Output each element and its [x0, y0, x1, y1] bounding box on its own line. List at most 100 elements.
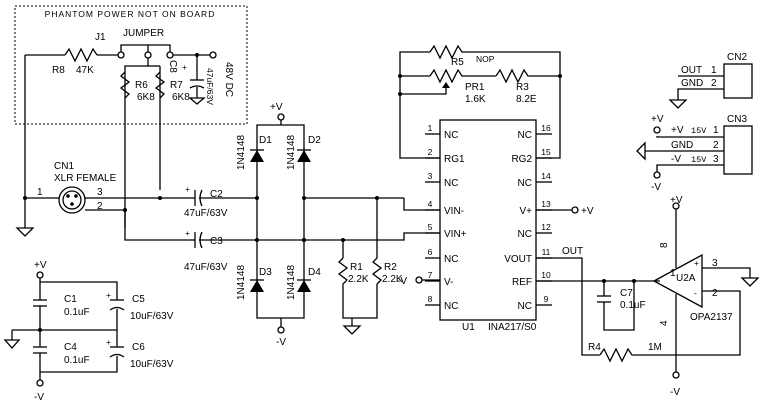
u1-pin-number: 4	[428, 199, 433, 209]
svg-text:-V: -V	[397, 276, 407, 287]
xlr-connector	[58, 186, 86, 214]
svg-text:+V: +V	[270, 102, 283, 113]
u1-pin-name: NC	[518, 130, 532, 141]
c8-value: 47uF/63V	[205, 68, 215, 105]
r2-resistor	[371, 198, 383, 285]
u1-pin-name: VOUT	[504, 254, 532, 265]
ground-symbol	[188, 97, 206, 105]
pr1-value: 1.6K	[465, 94, 486, 105]
jumper-pin	[144, 51, 152, 59]
d1-diode	[250, 150, 264, 162]
r3-resistor	[495, 68, 560, 84]
svg-text:+: +	[106, 290, 111, 300]
c2-ref: C2	[210, 189, 223, 200]
u1-pin-number: 2	[428, 147, 433, 157]
svg-text:GND: GND	[681, 78, 703, 89]
d2-diode	[297, 150, 311, 162]
c7-value: 0.1uF	[620, 300, 646, 311]
u1-pin-name: NC	[444, 301, 458, 312]
u1-pin-number: 15	[541, 147, 551, 157]
svg-text:1N4148: 1N4148	[286, 265, 297, 300]
u1-pin-number: 7	[428, 270, 433, 280]
u1-pins: 1NC2RG13NC4VIN-5VIN+6NC7V-8NC16NC15RG214…	[425, 123, 552, 312]
u1-pin-number: 1	[428, 123, 433, 133]
svg-text:+: +	[694, 258, 699, 268]
c1-value: 0.1uF	[64, 307, 90, 318]
jumper-link	[120, 44, 149, 52]
c2-value: 47uF/63V	[184, 208, 228, 219]
svg-text:2: 2	[711, 78, 717, 89]
u1-ic	[439, 119, 537, 321]
cn3-ref: CN3	[727, 114, 747, 125]
d4-diode	[297, 280, 311, 292]
u1-pin-name: REF	[512, 277, 532, 288]
svg-text:-V: -V	[34, 392, 44, 403]
u1-pin-name: V-	[444, 277, 453, 288]
u1-pin-name: NC	[444, 130, 458, 141]
out-label: OUT	[562, 246, 583, 257]
u1-pin-number: 11	[542, 247, 551, 257]
u1-pin-number: 16	[541, 123, 551, 133]
c8-capacitor	[189, 85, 205, 89]
r1-value: 2.2K	[348, 274, 369, 285]
r7-resistor	[154, 71, 166, 99]
c4-value: 0.1uF	[64, 355, 90, 366]
j1-ref: J1	[95, 32, 106, 43]
svg-text:+V: +V	[34, 260, 47, 271]
svg-text:3: 3	[97, 187, 103, 198]
48v-terminal	[209, 51, 217, 59]
pr1-ref: PR1	[465, 82, 485, 93]
d2-ref: D2	[308, 135, 321, 146]
svg-text:1N4148: 1N4148	[236, 135, 247, 170]
r6-value: 6K8	[137, 92, 155, 103]
svg-text:+V: +V	[651, 114, 664, 125]
svg-text:1: 1	[713, 125, 719, 136]
pr1-potentiometer	[429, 68, 466, 84]
svg-text:2: 2	[713, 140, 719, 151]
svg-text:1N4148: 1N4148	[286, 135, 297, 170]
r7-value: 6K8	[172, 92, 190, 103]
u1-pin-number: 9	[544, 294, 549, 304]
u2a-ref: U2A	[676, 273, 696, 284]
u1-pin-name: VIN+	[444, 229, 467, 240]
svg-text:-V: -V	[651, 182, 661, 193]
c7-ref: C7	[620, 288, 633, 299]
u2a-part: OPA2137	[690, 312, 733, 323]
r5-note: NOP	[476, 54, 495, 64]
u1-pin-number: 3	[428, 171, 433, 181]
48v-label: 48V DC	[223, 62, 234, 97]
svg-text:OUT: OUT	[681, 65, 702, 76]
ground-symbol	[15, 227, 35, 237]
u1-pin-number: 14	[541, 171, 551, 181]
r8-value: 47K	[76, 65, 94, 76]
cn1-name: XLR FEMALE	[54, 173, 117, 184]
c6-ref: C6	[132, 342, 145, 353]
u1-pin-number: 12	[541, 222, 551, 232]
r4-value: 1M	[648, 342, 662, 353]
svg-text:-V: -V	[276, 337, 286, 348]
svg-text:15V: 15V	[691, 155, 707, 165]
ground-symbol	[636, 141, 646, 161]
svg-text:+V: +V	[671, 125, 684, 136]
svg-text:1: 1	[37, 187, 43, 198]
svg-text:8: 8	[659, 242, 670, 248]
d3-ref: D3	[259, 267, 272, 278]
d1-ref: D1	[259, 135, 272, 146]
svg-text:3: 3	[712, 258, 718, 269]
r6-ref: R6	[135, 80, 148, 91]
ground-symbol	[3, 339, 21, 349]
u1-pin-name: NC	[518, 178, 532, 189]
svg-text:+: +	[185, 184, 190, 194]
phantom-box	[14, 5, 248, 125]
phantom-note: PHANTOM POWER NOT ON BOARD	[45, 9, 216, 19]
u1-pin-number: 10	[541, 270, 551, 280]
u1-pin-name: NC	[444, 178, 458, 189]
svg-text:+: +	[185, 228, 190, 238]
jumper-label: JUMPER	[123, 28, 164, 39]
jumper-pin	[117, 51, 125, 59]
u1-part: INA217/S0	[488, 322, 537, 333]
d3-diode	[250, 280, 264, 292]
c8-ref: C8	[167, 60, 178, 73]
u1-pin-name: NC	[518, 229, 532, 240]
